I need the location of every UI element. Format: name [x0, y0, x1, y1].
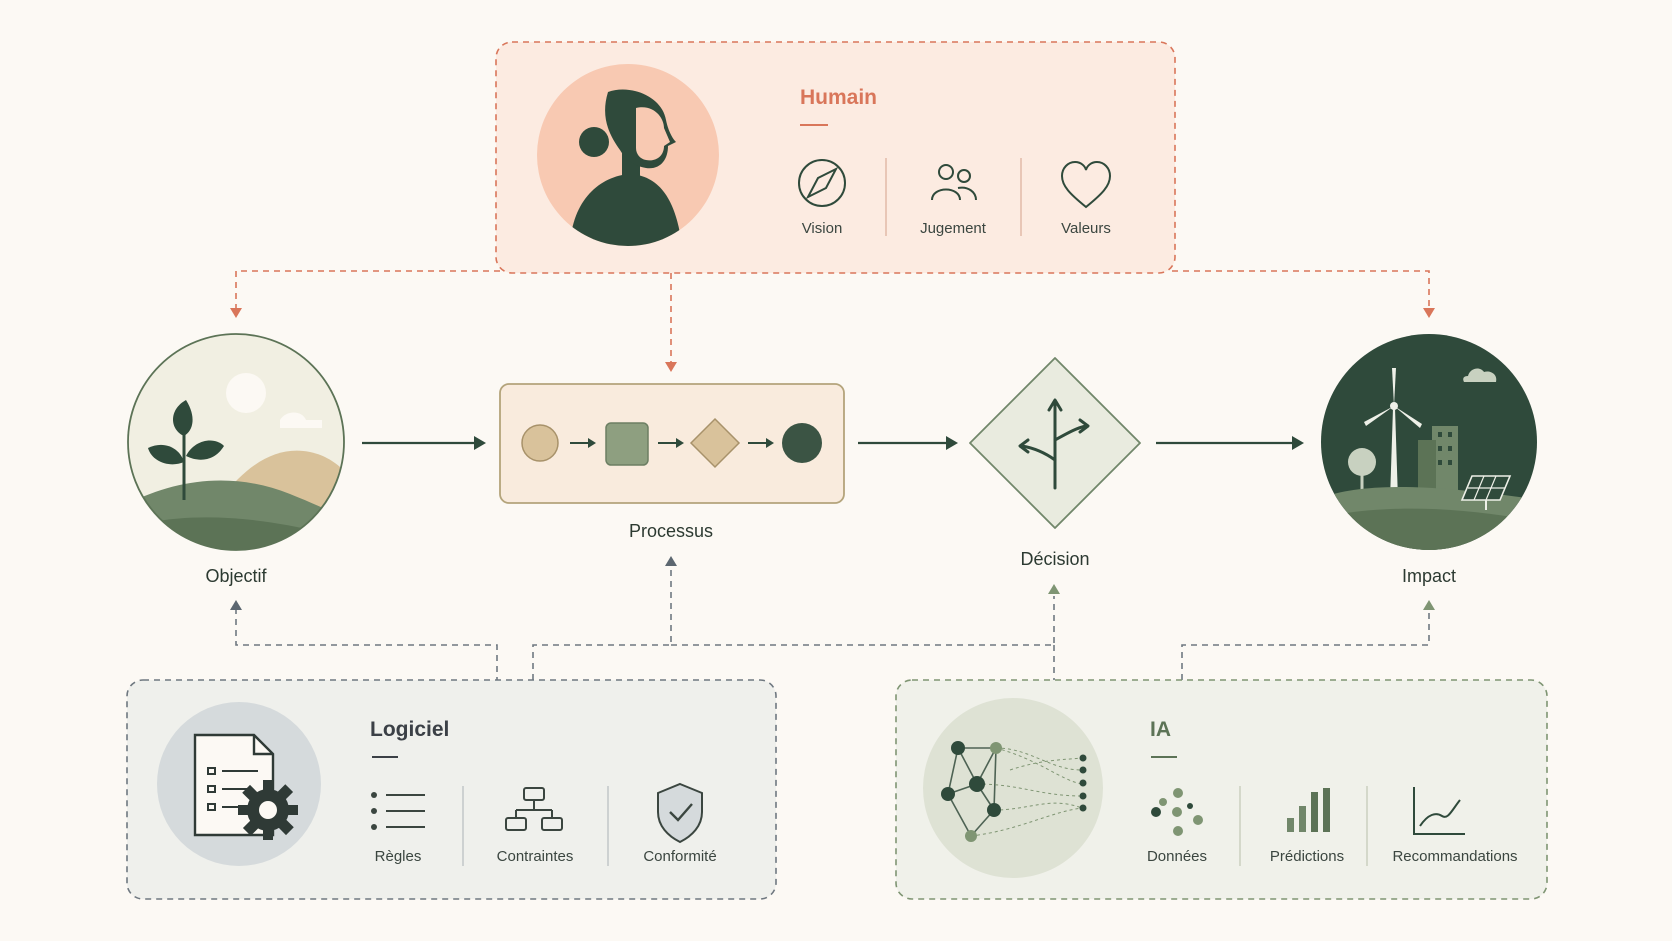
humain-item-vision: Vision: [801, 220, 843, 237]
impact-label: Impact: [1401, 566, 1457, 586]
heart-icon: [1060, 160, 1112, 209]
logiciel-item-contraintes: Contraintes: [496, 848, 574, 865]
logiciel-title: Logiciel: [370, 718, 450, 741]
hierarchy-icon: [505, 787, 563, 831]
ia-item-predictions: Prédictions: [1269, 848, 1345, 865]
solar-panel-icon: [1460, 475, 1512, 510]
logiciel-item-conformite: Conformité: [643, 848, 717, 865]
flow-arrows: [362, 436, 1304, 450]
data-dots-icon: [1151, 788, 1203, 836]
processus-label: Processus: [628, 521, 714, 541]
ia-item-recommandations: Recommandations: [1392, 848, 1518, 865]
decision-diamond: [969, 357, 1141, 529]
impact-illustration: [1321, 334, 1537, 550]
ia-panel: [895, 679, 1548, 900]
ia-title: IA: [1150, 718, 1171, 741]
list-icon: [371, 792, 425, 830]
people-icon: [931, 164, 977, 201]
compass-icon: [798, 159, 846, 207]
line-chart-icon: [1413, 787, 1465, 835]
humain-title: Humain: [800, 86, 878, 109]
support-connectors: [235, 566, 1430, 680]
objectif-label: Objectif: [205, 566, 267, 586]
human-connectors: [235, 270, 1430, 366]
decision-label: Décision: [1020, 549, 1090, 569]
shield-check-icon: [657, 782, 703, 844]
human-panel: [495, 41, 1176, 274]
humain-item-valeurs: Valeurs: [1061, 220, 1111, 237]
signpost-icon: [1018, 398, 1090, 490]
ia-item-donnees: Données: [1146, 848, 1208, 865]
logiciel-panel: [126, 679, 777, 900]
objectif-illustration: [127, 333, 345, 551]
neural-network-icon: [941, 741, 1087, 842]
logiciel-item-regles: Règles: [374, 848, 422, 865]
humain-item-jugement: Jugement: [920, 220, 986, 237]
bar-chart-icon: [1287, 788, 1330, 832]
document-gear-icon: [193, 733, 298, 840]
woman-profile-icon: [570, 89, 682, 246]
processus-box: [499, 383, 845, 504]
